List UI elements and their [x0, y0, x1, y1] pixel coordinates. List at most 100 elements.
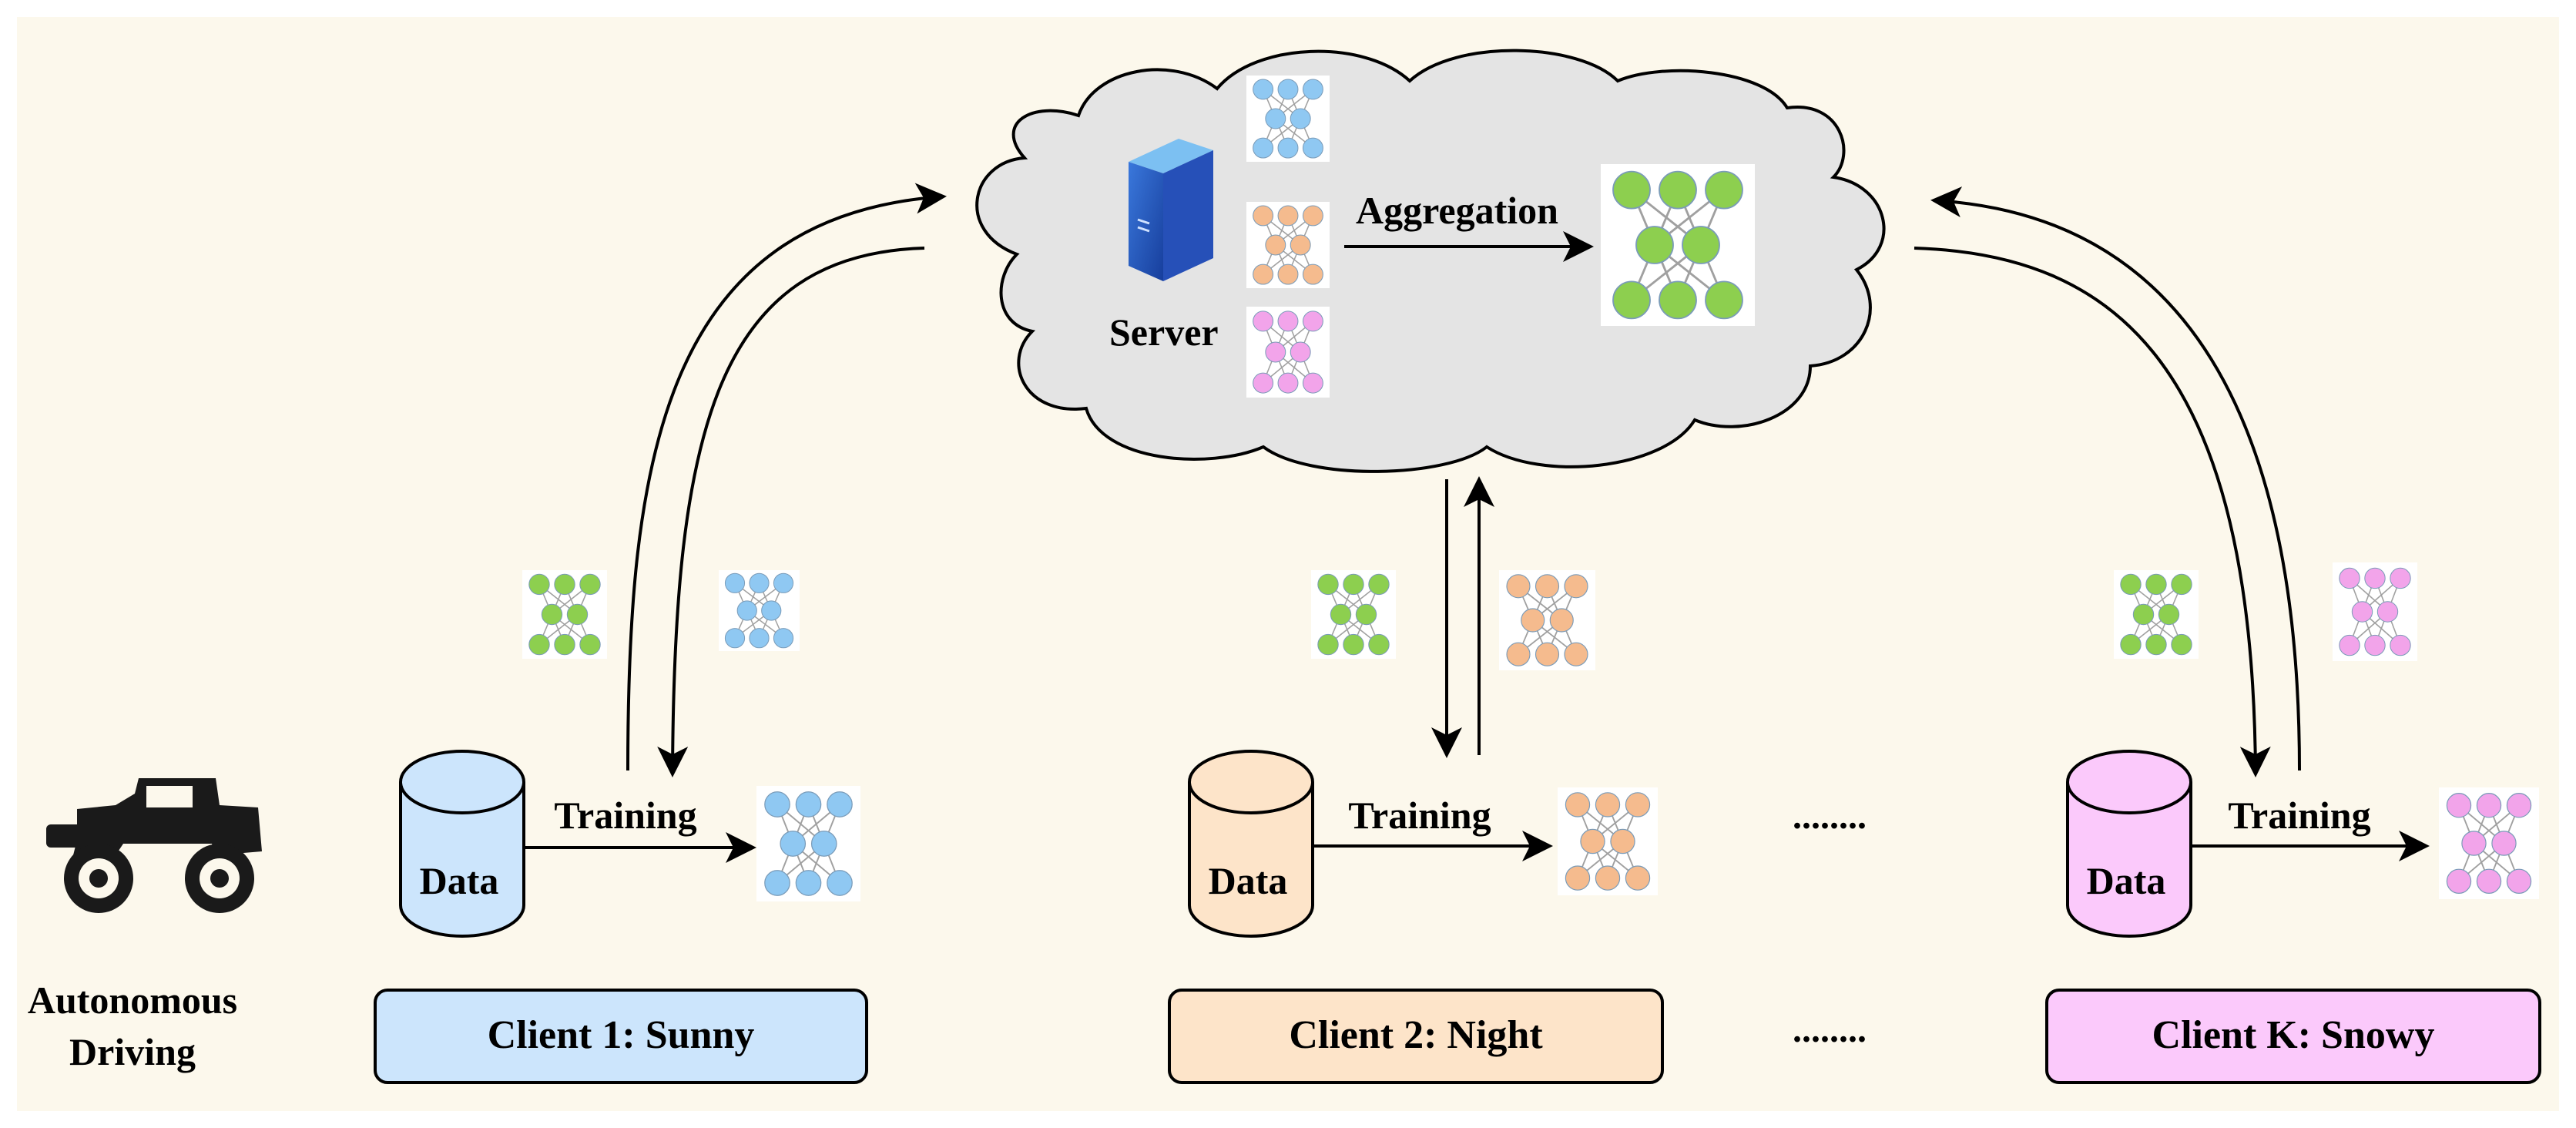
nn-node [1595, 865, 1621, 891]
nn-node [1253, 205, 1274, 227]
nn-node [1564, 642, 1588, 666]
nn-node [1506, 642, 1531, 666]
clientK-label: Client K: Snowy [2152, 1013, 2435, 1057]
nn-node [1612, 280, 1651, 320]
client2-label: Client 2: Night [1289, 1013, 1543, 1057]
nn-node [2145, 633, 2167, 656]
nn-node [2120, 633, 2142, 656]
nn-node [1535, 574, 1560, 599]
nn-node [2120, 573, 2142, 596]
nn-node [1277, 205, 1299, 227]
nn-node [1595, 792, 1621, 817]
nn-node [2145, 573, 2167, 596]
clientK-upload-arrow [1930, 186, 2301, 771]
client2-global-model-copy [1311, 570, 1396, 659]
nn-node [2351, 601, 2373, 623]
nn-node [1302, 137, 1323, 159]
nn-node [1302, 372, 1323, 394]
nn-node [2491, 831, 2517, 856]
clientK-data-store [2066, 750, 2192, 938]
monster-truck-icon [46, 778, 262, 913]
clientK-global-model-copy [2114, 570, 2199, 659]
client1-local-model-copy [719, 570, 800, 651]
nn-node [764, 791, 790, 817]
client2-label-box [1168, 989, 1664, 1084]
nn-node [1625, 792, 1651, 817]
nn-node [1635, 226, 1674, 264]
clientK-data-label: Data [2087, 859, 2166, 902]
clientK-trained-model [2439, 787, 2539, 899]
vehicle-label-line1: Autonomous [28, 979, 237, 1022]
clients-ellipsis-middle: ........ [1793, 796, 1867, 837]
nn-node [1610, 828, 1635, 854]
nn-node [1343, 573, 1364, 596]
nn-node [1290, 108, 1311, 129]
nn-node [554, 573, 575, 596]
client2-data-label: Data [1209, 859, 1288, 902]
nn-node [1265, 341, 1286, 363]
nn-node [2446, 868, 2472, 894]
vehicle-label-line2: Driving [69, 1030, 196, 1073]
nn-node [795, 870, 822, 896]
nn-node [1277, 79, 1299, 100]
nn-node [566, 603, 589, 626]
nn-node [1317, 633, 1339, 656]
clientK-training-label: Training [2228, 794, 2370, 837]
nn-node [2171, 633, 2192, 656]
nn-node [1302, 264, 1323, 285]
nn-node [2390, 634, 2411, 656]
nn-node [2446, 793, 2472, 818]
global-model [1601, 164, 1755, 326]
nn-node [2376, 601, 2399, 623]
nn-node [554, 633, 575, 656]
nn-node [1549, 608, 1574, 633]
nn-node [2132, 603, 2155, 626]
nn-node [1277, 372, 1299, 394]
nn-node [2476, 793, 2502, 818]
nn-node [1612, 170, 1651, 210]
nn-node [528, 633, 550, 656]
nn-node [2171, 573, 2192, 596]
nn-node [724, 572, 746, 593]
nn-node [1317, 573, 1339, 596]
server-model-pink [1246, 307, 1330, 398]
nn-node [2158, 603, 2180, 626]
nn-node [1580, 828, 1605, 854]
nn-node [1355, 603, 1377, 626]
nn-node [579, 573, 601, 596]
nn-node [1277, 264, 1299, 285]
client1-global-model-copy [522, 570, 607, 659]
client1-label: Client 1: Sunny [488, 1013, 755, 1057]
nn-node [1253, 137, 1274, 159]
nn-node [1565, 792, 1591, 817]
nn-node [1705, 170, 1743, 210]
nn-node [773, 628, 794, 649]
client1-download-arrow [657, 247, 925, 777]
client2-trained-model [1558, 787, 1658, 895]
nn-node [1521, 608, 1545, 633]
client2-data-store [1188, 750, 1314, 938]
client2-local-model-copy [1499, 570, 1595, 670]
nn-node [1277, 311, 1299, 332]
nn-node [2476, 868, 2502, 894]
nn-node [736, 600, 757, 621]
nn-node [2364, 634, 2386, 656]
nn-node [1302, 205, 1323, 227]
nn-node [1290, 234, 1311, 256]
nn-node [1368, 573, 1390, 596]
nn-node [2364, 567, 2386, 589]
nn-node [795, 791, 822, 817]
nn-node [764, 870, 790, 896]
client1-data-label: Data [420, 859, 499, 902]
clientK-download-arrow [1914, 247, 2271, 777]
nn-node [1290, 341, 1311, 363]
nn-node [1253, 79, 1274, 100]
nn-node [2339, 567, 2360, 589]
nn-node [1302, 79, 1323, 100]
aggregation-label: Aggregation [1356, 189, 1558, 232]
nn-node [1625, 865, 1651, 891]
nn-node [724, 628, 746, 649]
client2-training-label: Training [1348, 794, 1491, 837]
nn-node [749, 572, 770, 593]
